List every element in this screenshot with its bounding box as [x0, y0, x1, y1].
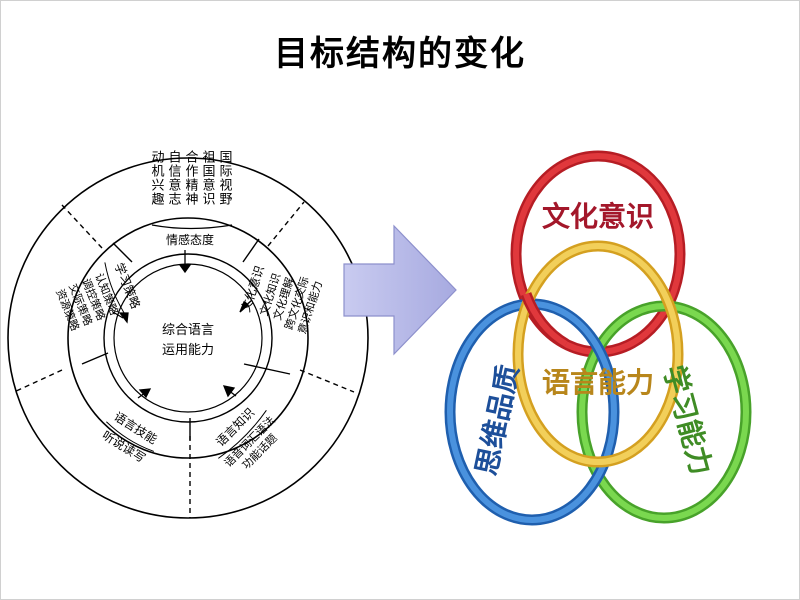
section-dividers — [13, 201, 355, 518]
outer-ring — [7, 157, 369, 519]
page-title: 目标结构的变化 — [274, 34, 526, 74]
ring-label-language: 语言能力 — [542, 366, 654, 399]
ring-label-thinking: 思维品质 — [470, 362, 526, 478]
emotion-brace — [151, 224, 233, 230]
core-competencies-rings: 文化意识 语言能力 思维品质 学习能力 — [444, 150, 752, 526]
emotion-col-2: 祖国意识 — [200, 150, 216, 206]
inner-ring-inner — [113, 263, 263, 413]
emotion-section: 国际视野 祖国意识 合作精神 自信意志 动机兴趣 情感态度 — [149, 150, 233, 247]
ring-label-culture: 文化意识 — [542, 200, 654, 233]
middle-ring — [67, 217, 309, 459]
knowledge-brace — [218, 410, 267, 459]
inner-ring-outer — [103, 253, 273, 423]
center-label-line2: 运用能力 — [162, 343, 214, 358]
emotion-col-4: 自信意志 — [166, 150, 182, 206]
emotion-col-5: 动机兴趣 — [149, 150, 165, 206]
emotion-label: 情感态度 — [166, 232, 214, 247]
transition-arrow — [343, 224, 457, 356]
ring-language — [515, 243, 681, 465]
inward-arrows — [112, 250, 253, 399]
skills-brace — [106, 421, 155, 452]
emotion-col-3: 合作精神 — [183, 150, 199, 206]
section-ticks — [81, 238, 291, 440]
goal-structure-wheel: 综合语言 运用能力 国际视野 祖国意识 合作精神 自信意志 动机兴趣 情感态度 … — [7, 150, 369, 519]
strategy-brace — [104, 262, 128, 319]
emotion-col-1: 国际视野 — [217, 150, 233, 206]
center-label-line1: 综合语言 — [162, 323, 214, 338]
